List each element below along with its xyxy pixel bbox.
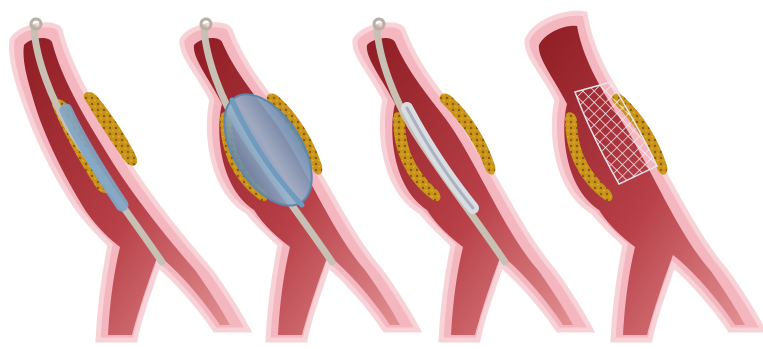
vessel-lumen: [23, 38, 230, 335]
